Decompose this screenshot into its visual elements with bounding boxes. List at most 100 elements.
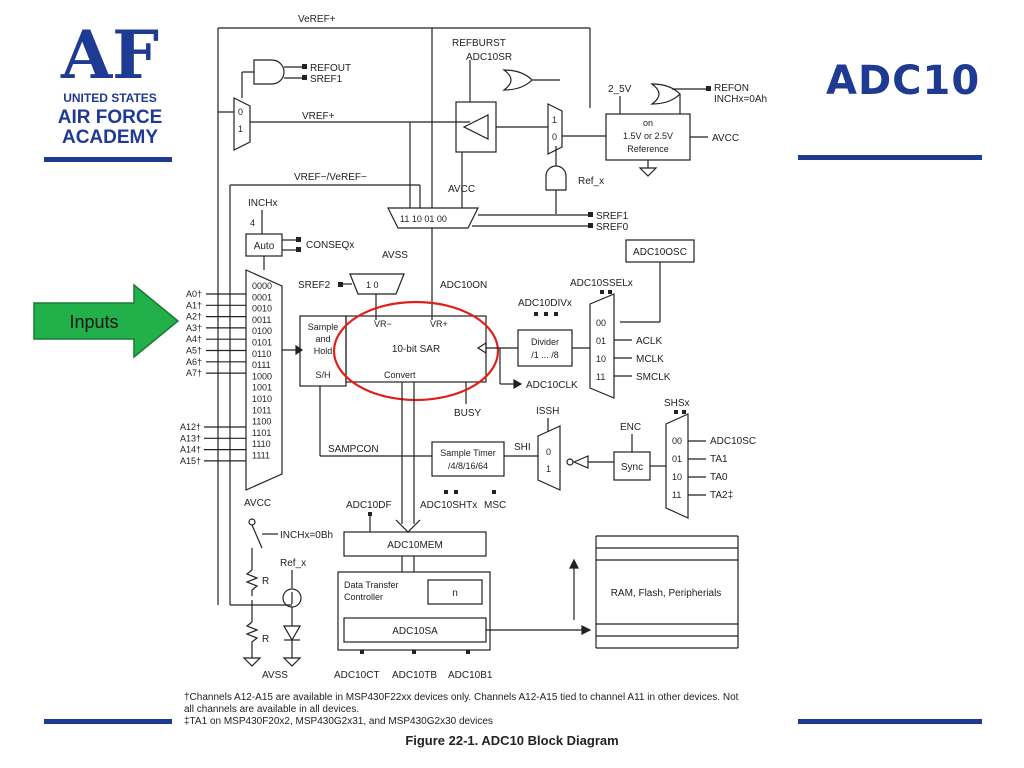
label-adc10tb: ADC10TB bbox=[392, 670, 437, 681]
mux-code-0101: 0101 bbox=[252, 338, 272, 348]
mux-code-1110: 1110 bbox=[252, 439, 271, 449]
input-label-3: A3† bbox=[186, 323, 202, 333]
label-smclk: SMCLK bbox=[636, 372, 671, 383]
divider-bottom-left bbox=[44, 719, 172, 724]
mux-code-0001: 0001 bbox=[252, 292, 272, 302]
mux-code-1010: 1010 bbox=[252, 394, 272, 404]
sh-1: Sample bbox=[308, 322, 339, 332]
resistor-bottom bbox=[245, 621, 259, 648]
input-label-2: A2† bbox=[186, 312, 202, 322]
label-enc: ENC bbox=[620, 422, 641, 433]
label-sampcon: SAMPCON bbox=[328, 444, 379, 455]
input-channel-mux bbox=[245, 269, 283, 491]
label-inchx-0ah: INCHx=0Ah bbox=[714, 94, 767, 105]
footnote-3: ‡TA1 on MSP430F20x2, MSP430G2x31, and MS… bbox=[184, 716, 493, 727]
label-adc10clk: ADC10CLK bbox=[526, 380, 578, 391]
input-label-7: A7† bbox=[186, 368, 202, 378]
mux-code-1100: 1100 bbox=[252, 417, 271, 427]
label-avcc-ref: AVCC bbox=[712, 133, 739, 144]
label-avcc-mux: AVCC bbox=[448, 184, 475, 195]
label-adc10b1: ADC10B1 bbox=[448, 670, 493, 681]
label-adc10divx: ADC10DIVx bbox=[518, 298, 572, 309]
label-adc10sselx: ADC10SSELx bbox=[570, 278, 633, 289]
label-sref1: SREF1 bbox=[596, 211, 629, 222]
shi-mux-1: 1 bbox=[546, 464, 551, 474]
mux-code-0110: 0110 bbox=[252, 349, 271, 359]
label-issh: ISSH bbox=[536, 406, 559, 417]
clock-divider-block bbox=[517, 329, 573, 367]
label-avcc-bottom: AVCC bbox=[244, 498, 271, 509]
label-avss-top: AVSS bbox=[382, 250, 408, 261]
st-1: Sample Timer bbox=[440, 448, 496, 458]
label-sync: Sync bbox=[621, 462, 643, 473]
vref-mux bbox=[233, 97, 251, 151]
sh-2: and bbox=[315, 334, 330, 344]
sar-vr-plus: VR+ bbox=[430, 319, 448, 329]
shs-source-3: TA2‡ bbox=[710, 490, 733, 501]
label-msc: MSC bbox=[484, 500, 506, 511]
ref-on: on bbox=[643, 118, 653, 128]
or-gate-burst bbox=[502, 69, 533, 91]
st-2: /4/8/16/64 bbox=[448, 461, 488, 471]
n-register bbox=[427, 579, 483, 605]
input-label-5: A5† bbox=[186, 346, 202, 356]
label-adc10sa: ADC10SA bbox=[392, 626, 438, 637]
clk-code-11: 11 bbox=[596, 372, 605, 382]
mux-code-0000: 0000 bbox=[252, 281, 272, 291]
resistor-top bbox=[245, 569, 259, 596]
sh-3: Hold bbox=[314, 346, 333, 356]
figure-caption: Figure 22-1. ADC10 Block Diagram bbox=[405, 733, 619, 748]
mux-code-1101: 1101 bbox=[252, 428, 271, 438]
label-aclk: ACLK bbox=[636, 336, 662, 347]
label-adc10df: ADC10DF bbox=[346, 500, 392, 511]
and-gate-refout bbox=[253, 59, 285, 85]
clk-code-10: 10 bbox=[596, 354, 606, 364]
label-shi: SHI bbox=[514, 442, 531, 453]
shs-source-2: TA0 bbox=[710, 472, 728, 483]
ref-reference: Reference bbox=[627, 144, 669, 154]
mux-codes: 0000000100100011010001010110011110001001… bbox=[252, 281, 272, 461]
clock-select-mux bbox=[589, 293, 615, 399]
ram-flash-peripherals-block bbox=[595, 535, 739, 649]
clk-code-00: 00 bbox=[596, 318, 606, 328]
divider-top-left bbox=[44, 157, 172, 162]
input-label-6: A6† bbox=[186, 357, 202, 367]
label-sref0: SREF0 bbox=[596, 222, 629, 233]
analog-inputs-a0-a7: A0†A1†A2†A3†A4†A5†A6†A7† bbox=[186, 289, 246, 378]
label-inchx-0bh: INCHx=0Bh bbox=[280, 530, 333, 541]
shs-code-11: 11 bbox=[672, 490, 681, 500]
label-shsx: SHSx bbox=[664, 398, 690, 409]
shs-code-01: 01 bbox=[672, 454, 682, 464]
vr-plus-mux bbox=[387, 207, 479, 229]
shi-mux-0: 0 bbox=[546, 447, 551, 457]
divider-2: /1 ... /8 bbox=[531, 350, 559, 360]
sar-highlight-circle bbox=[332, 300, 500, 402]
air-force-academy-logo: AF UNITED STATES AIR FORCE ACADEMY bbox=[58, 16, 163, 148]
shs-source-1: TA1 bbox=[710, 454, 728, 465]
inputs-label: Inputs bbox=[69, 312, 118, 332]
mux-code-1000: 1000 bbox=[252, 371, 272, 381]
input-hi-label-2: A14† bbox=[180, 445, 201, 455]
logo-letters: AF bbox=[60, 16, 159, 94]
ref-buffer bbox=[455, 101, 497, 153]
mux-code-1111: 1111 bbox=[252, 451, 270, 461]
label-sref2: SREF2 bbox=[298, 280, 331, 291]
label-adc10on: ADC10ON bbox=[440, 280, 487, 291]
mux-code-0100: 0100 bbox=[252, 326, 272, 336]
mux-code-1011: 1011 bbox=[252, 405, 271, 415]
label-n: n bbox=[452, 588, 458, 599]
clk-code-01: 01 bbox=[596, 336, 606, 346]
slide-title: ADC10 bbox=[826, 58, 981, 104]
inputs-callout-arrow: Inputs bbox=[33, 283, 180, 359]
label-vref-minus: VREF−/VeREF− bbox=[294, 172, 367, 183]
label-refon: REFON bbox=[714, 83, 749, 94]
ref-volt: 1.5V or 2.5V bbox=[623, 131, 673, 141]
mux-code-0010: 0010 bbox=[252, 304, 272, 314]
ref-mux-1: 1 bbox=[552, 115, 557, 125]
sar-convert: Convert bbox=[384, 370, 416, 380]
shs-code-00: 00 bbox=[672, 436, 682, 446]
label-adc10shtx: ADC10SHTx bbox=[420, 500, 477, 511]
logo-line2: AIR FORCE bbox=[58, 107, 163, 128]
